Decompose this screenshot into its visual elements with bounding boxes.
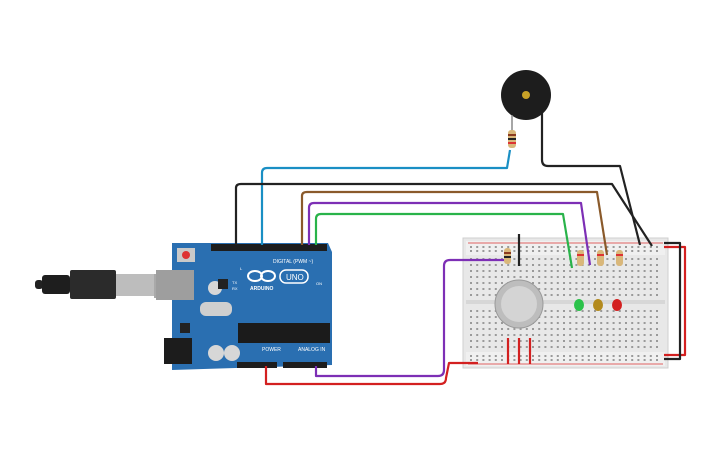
analog-header[interactable] bbox=[283, 362, 327, 368]
wire-red-rail bbox=[664, 245, 687, 357]
wire-red bbox=[264, 361, 478, 386]
wire-brown bbox=[300, 190, 609, 256]
led-l-label: L bbox=[240, 266, 243, 271]
buzzer-center bbox=[522, 91, 530, 99]
resistor-sensor[interactable] bbox=[504, 248, 511, 264]
wire-black-rail bbox=[664, 241, 682, 361]
led-green[interactable] bbox=[574, 299, 584, 311]
breadboard[interactable] bbox=[462, 237, 669, 369]
wire-purple-bottom bbox=[314, 258, 508, 378]
atmega-chip bbox=[238, 323, 330, 343]
center-channel bbox=[466, 300, 665, 304]
resistor-led-red[interactable] bbox=[616, 250, 623, 266]
reset-button-cap bbox=[182, 251, 190, 259]
arduino-uno-board[interactable]: DIGITAL (PWM ~) UNO ARDUINO L TX RX ON P… bbox=[156, 243, 332, 370]
wire-buzzer-black bbox=[540, 110, 642, 246]
buzzer-resistor[interactable] bbox=[508, 130, 516, 148]
analog-header-label: ANALOG IN bbox=[298, 347, 326, 353]
power-jack bbox=[164, 338, 192, 364]
digital-header-label: DIGITAL (PWM ~) bbox=[273, 259, 313, 265]
resistor-led-yellow[interactable] bbox=[597, 250, 604, 266]
led-rx-label: RX bbox=[232, 286, 238, 291]
power-header[interactable] bbox=[237, 362, 277, 368]
wire-purple-top bbox=[307, 201, 592, 266]
led-yellow[interactable] bbox=[593, 299, 603, 311]
led-on-label: ON bbox=[316, 281, 322, 286]
capacitor-right bbox=[224, 345, 240, 361]
power-rail-top bbox=[466, 241, 665, 255]
wire-blue bbox=[260, 149, 512, 245]
sensor-mesh bbox=[501, 286, 537, 322]
board-brand: ARDUINO bbox=[250, 286, 273, 292]
wire-green bbox=[314, 212, 574, 269]
power-rail-bottom bbox=[466, 352, 665, 366]
wires bbox=[234, 110, 687, 386]
capacitor-left bbox=[208, 345, 224, 361]
led-red[interactable] bbox=[612, 299, 622, 311]
arduino-logo: UNO ARDUINO bbox=[247, 269, 309, 292]
led-tx-label: TX bbox=[232, 280, 237, 285]
wire-black-gnd bbox=[234, 182, 653, 247]
usb-chip bbox=[218, 279, 228, 289]
gas-sensor[interactable] bbox=[494, 279, 544, 329]
digital-header[interactable] bbox=[211, 244, 327, 251]
regulator bbox=[180, 323, 190, 333]
piezo-buzzer[interactable] bbox=[501, 70, 551, 130]
power-header-label: POWER bbox=[262, 347, 281, 353]
board-model: UNO bbox=[286, 273, 304, 282]
resistor-led-green[interactable] bbox=[577, 250, 584, 266]
crystal bbox=[200, 302, 232, 316]
usb-port bbox=[156, 270, 194, 300]
